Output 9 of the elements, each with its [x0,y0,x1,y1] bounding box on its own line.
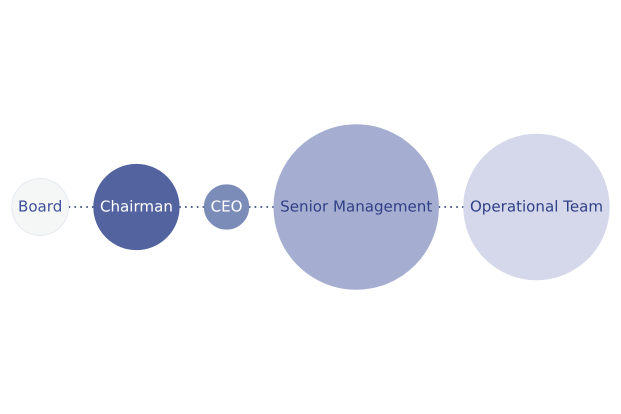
connector [68,206,94,208]
node-circle: Board [11,178,69,236]
connector [179,206,204,208]
node-circle: Chairman [93,164,180,250]
node-circle: Operational Team [463,134,610,280]
connector [248,206,274,208]
node-circle: CEO [204,184,250,230]
node-circle: Senior Management [273,124,439,290]
connector [438,206,464,208]
